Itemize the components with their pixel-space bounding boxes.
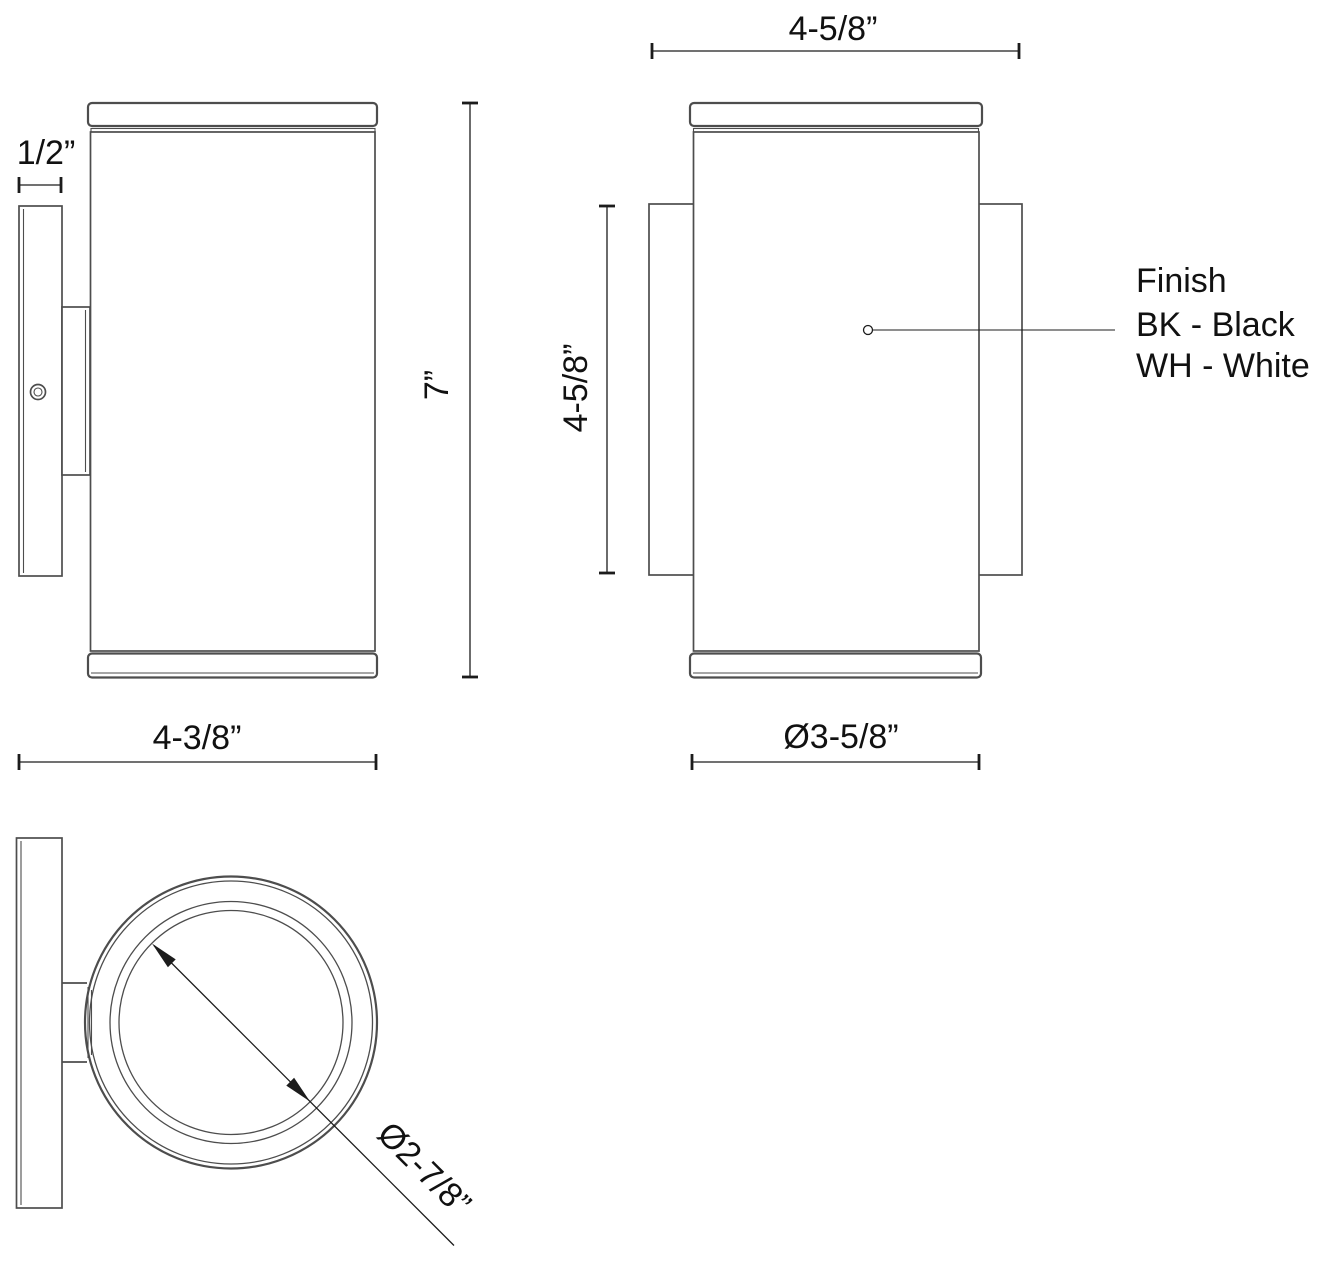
dim-overall-height-label: 7”	[418, 370, 456, 400]
side-bottom-cap	[86, 652, 379, 679]
finish-callout: Finish BK - Black WH - White	[862, 262, 1310, 385]
dim-backplate-width-label: 4-5/8”	[789, 10, 878, 48]
dim-plate-depth-label: 1/2”	[17, 134, 76, 172]
dim-inner-diameter-label: Ø2-7/8”	[370, 1115, 478, 1223]
side-top-cap	[86, 101, 379, 128]
front-top-cap	[688, 101, 984, 128]
front-view	[648, 101, 1023, 679]
top-innermost-circle	[118, 909, 344, 1136]
arrowhead-lower-icon	[286, 1077, 310, 1102]
top-inner-circle	[109, 900, 353, 1145]
dim-overall-depth-label: 4-3/8”	[153, 719, 242, 757]
dim-overall-height: 7”	[418, 101, 478, 679]
leader-dot-icon	[862, 324, 874, 336]
side-mounting-plate	[18, 205, 63, 577]
screw-head-icon	[29, 383, 47, 401]
dim-backplate-height-label: 4-5/8”	[557, 344, 595, 433]
top-outer-inner-circle	[88, 880, 374, 1165]
screw-center-icon	[33, 387, 43, 397]
top-view	[15, 837, 379, 1209]
dim-backplate-width: 4-5/8”	[650, 10, 1021, 59]
side-view	[18, 101, 379, 679]
finish-option-white: WH - White	[1136, 347, 1310, 385]
front-bottom-cap	[688, 652, 983, 679]
dim-cylinder-diameter-label: Ø3-5/8”	[783, 718, 898, 756]
dim-overall-depth: 4-3/8”	[17, 719, 378, 770]
arrowhead-upper-icon	[152, 943, 176, 968]
dim-backplate-height: 4-5/8”	[557, 204, 615, 575]
dim-plate-depth: 1/2”	[17, 134, 76, 193]
finish-title: Finish	[1136, 262, 1227, 300]
top-mounting-plate	[15, 837, 63, 1209]
finish-option-black: BK - Black	[1136, 306, 1296, 344]
side-cylinder-body	[89, 131, 376, 652]
dim-cylinder-diameter: Ø3-5/8”	[690, 718, 981, 770]
front-cylinder-body	[692, 131, 980, 652]
